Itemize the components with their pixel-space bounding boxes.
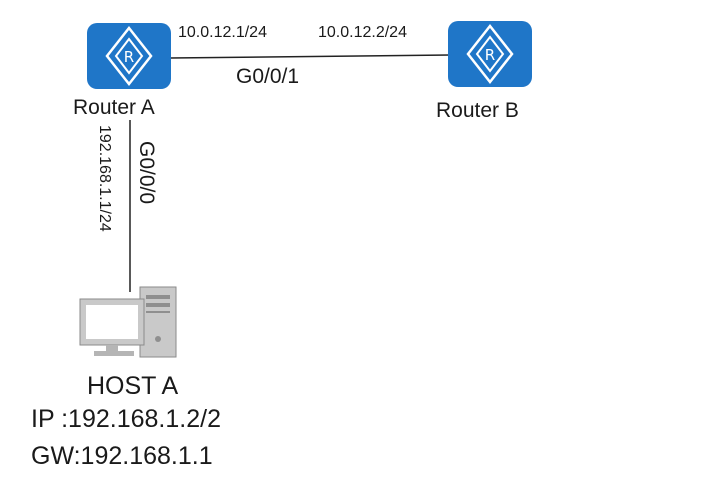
host-a-gateway: GW:192.168.1.1 xyxy=(31,442,213,470)
router-b-link-ip: 10.0.12.2/24 xyxy=(318,24,407,41)
computer-icon xyxy=(79,286,177,358)
router-a-icon: R xyxy=(87,23,171,89)
router-a-host-interface: G0/0/0 xyxy=(135,141,158,204)
router-b-label: Router B xyxy=(436,99,519,122)
router-b-icon: R xyxy=(448,21,532,87)
svg-text:R: R xyxy=(124,48,134,66)
host-a-ip: IP :192.168.1.2/2 xyxy=(31,405,221,433)
router-a-b-interface: G0/0/1 xyxy=(236,65,299,88)
link-router-a-router-b xyxy=(169,54,451,59)
svg-text:R: R xyxy=(485,46,495,64)
router-a-host-link-ip: 192.168.1.1/24 xyxy=(96,125,113,232)
host-a-label: HOST A xyxy=(87,372,179,400)
router-a-link-ip: 10.0.12.1/24 xyxy=(178,24,267,41)
router-a-label: Router A xyxy=(73,96,155,119)
